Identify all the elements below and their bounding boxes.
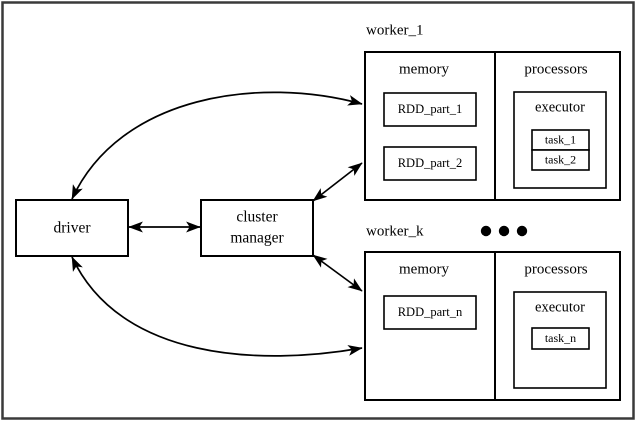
worker-1-executor-label: executor <box>535 99 585 115</box>
ellipsis-icon <box>480 225 528 237</box>
worker-k-executor-label: executor <box>535 299 585 315</box>
worker-1-rdd-part-2-box[interactable] <box>383 146 477 181</box>
worker-1-memory-title: memory <box>399 61 449 77</box>
cluster-manager-box[interactable] <box>200 199 314 257</box>
driver-label: driver <box>53 220 91 237</box>
worker-1-group[interactable]: worker_1 memory RDD_part_1 RDD_part_2 pr… <box>364 22 621 201</box>
worker-k-task-n-box[interactable] <box>531 327 590 350</box>
worker-1-task-2-box[interactable] <box>531 149 590 171</box>
edge-cluster-manager-worker-1 <box>312 162 363 202</box>
worker-1-task-2-label: task_2 <box>545 152 576 166</box>
worker-k-label: worker_k <box>366 223 424 239</box>
edge-cluster-manager-worker-k <box>312 254 363 292</box>
worker-1-rdd-part-1-label: RDD_part_1 <box>398 102 463 116</box>
worker-1-processors-title: processors <box>524 61 587 77</box>
cluster-manager-label-line1: cluster <box>236 209 278 226</box>
worker-1-label: worker_1 <box>366 22 423 38</box>
worker-k-processors-title: processors <box>524 261 587 277</box>
worker-k-rdd-part-n-label: RDD_part_n <box>398 305 463 319</box>
cluster-manager-label-line2: manager <box>230 230 284 247</box>
edge-driver-worker-1 <box>71 91 363 200</box>
worker-1-rdd-part-2-label: RDD_part_2 <box>398 156 463 170</box>
driver-node[interactable]: driver <box>15 199 129 257</box>
worker-1-task-1-label: task_1 <box>545 132 576 146</box>
cluster-manager-node[interactable]: cluster manager <box>200 199 314 257</box>
worker-1-rdd-part-1-box[interactable] <box>383 92 477 127</box>
driver-box[interactable] <box>15 199 129 257</box>
edge-driver-worker-k <box>71 256 363 357</box>
worker-k-group[interactable]: worker_k memory RDD_part_n processors ex… <box>364 223 621 401</box>
worker-k-memory-title: memory <box>399 261 449 277</box>
worker-k-task-n-label: task_n <box>545 331 576 345</box>
worker-k-rdd-part-n-box[interactable] <box>383 295 477 330</box>
